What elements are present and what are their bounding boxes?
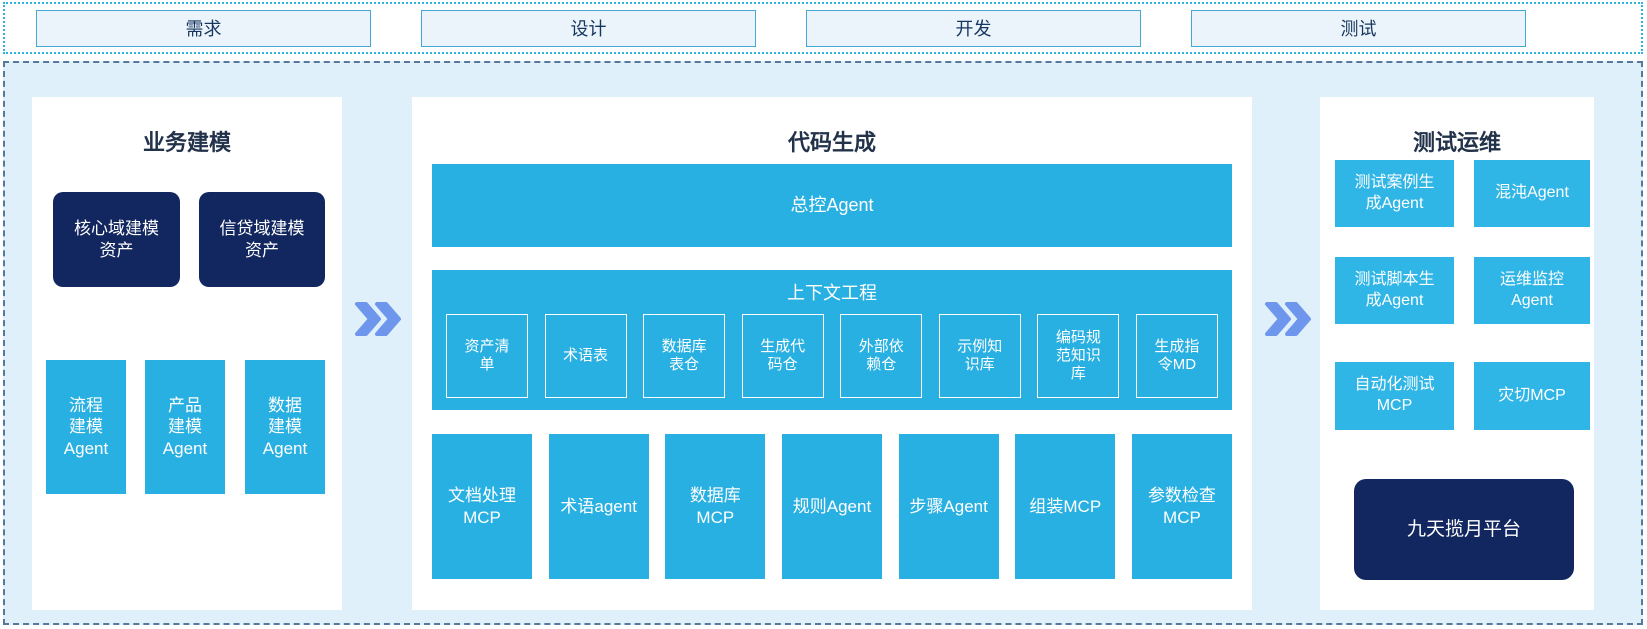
database-mcp-box: 数据库 MCP [665, 434, 766, 579]
ops-monitoring-agent-box: 运维监控 Agent [1474, 257, 1590, 324]
phase-box-testing: 测试 [1191, 9, 1526, 47]
panel-test-ops: 测试运维 测试案例生 成Agent 混沌Agent 测试脚本生 成Agent 运… [1320, 97, 1594, 610]
chaos-agent-box: 混沌Agent [1474, 160, 1590, 227]
asset-list-box: 资产清 单 [446, 314, 528, 398]
panel-title-code-generation: 代码生成 [787, 130, 876, 156]
assembly-mcp-box: 组装MCP [1015, 434, 1116, 579]
phase-box-requirements: 需求 [36, 9, 371, 47]
external-dependency-repo-box: 外部依 赖仓 [840, 314, 923, 398]
panel-title-business-modeling: 业务建模 [142, 130, 231, 156]
generated-code-repo-box: 生成代 码仓 [741, 314, 824, 398]
parameter-check-mcp-box: 参数检查 MCP [1131, 434, 1232, 579]
context-items-row: 资产清 单 术语表 数据库 表仓 生成代 码仓 外部依 赖仓 示例知 识库 编码… [446, 314, 1218, 398]
process-modeling-agent-box: 流程 建模 Agent [46, 360, 126, 494]
product-modeling-agent-box: 产品 建模 Agent [145, 360, 225, 494]
glossary-box: 术语表 [544, 314, 627, 398]
phase-box-development: 开发 [806, 9, 1141, 47]
example-knowledge-base-box: 示例知 识库 [938, 314, 1021, 398]
context-engineering-block: 上下文工程 资产清 单 术语表 数据库 表仓 生成代 码仓 外部依 赖仓 示例知… [432, 270, 1232, 410]
disaster-switch-mcp-box: 灾切MCP [1474, 362, 1590, 430]
jiutian-lanyue-platform-box: 九天揽月平台 [1354, 479, 1574, 580]
master-agent-bar: 总控Agent [432, 164, 1232, 247]
panel-code-generation: 代码生成 总控Agent 上下文工程 资产清 单 术语表 数据库 表仓 生成代 … [412, 97, 1252, 610]
panel-title-test-ops: 测试运维 [1412, 130, 1501, 156]
test-case-generation-agent-box: 测试案例生 成Agent [1335, 160, 1454, 227]
double-chevron-right-icon [1264, 301, 1312, 337]
phase-strip: 需求 设计 开发 测试 [3, 2, 1643, 54]
rule-agent-box: 规则Agent [781, 434, 882, 579]
test-script-generation-agent-box: 测试脚本生 成Agent [1335, 257, 1454, 324]
coding-standard-knowledge-base-box: 编码规 范知识 库 [1037, 314, 1120, 398]
panel-business-modeling: 业务建模 核心域建模 资产 信贷域建模 资产 流程 建模 Agent 产品 建模… [32, 97, 342, 610]
core-domain-modeling-assets-box: 核心域建模 资产 [53, 192, 180, 287]
double-chevron-right-icon [354, 301, 402, 337]
glossary-agent-box: 术语agent [548, 434, 649, 579]
database-table-repo-box: 数据库 表仓 [643, 314, 726, 398]
step-agent-box: 步骤Agent [898, 434, 999, 579]
generation-instruction-md-box: 生成指 令MD [1135, 314, 1218, 398]
automated-testing-mcp-box: 自动化测试 MCP [1335, 362, 1454, 430]
document-processing-mcp-box: 文档处理 MCP [432, 434, 532, 579]
data-modeling-agent-box: 数据 建模 Agent [245, 360, 325, 494]
phase-box-design: 设计 [421, 9, 756, 47]
context-engineering-title: 上下文工程 [787, 283, 877, 303]
codegen-tools-row: 文档处理 MCP 术语agent 数据库 MCP 规则Agent 步骤Agent… [432, 434, 1232, 579]
main-container: 业务建模 核心域建模 资产 信贷域建模 资产 流程 建模 Agent 产品 建模… [3, 61, 1643, 625]
credit-domain-modeling-assets-box: 信贷域建模 资产 [199, 192, 325, 287]
